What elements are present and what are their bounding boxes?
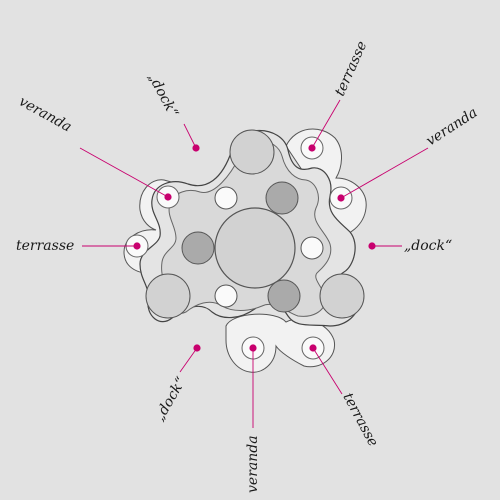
label-terrasse-bottom-right: terrasse — [339, 390, 380, 449]
room-bottom-small — [214, 284, 238, 308]
label-veranda-bottom: veranda — [245, 435, 261, 493]
leader-dock-top — [183, 123, 197, 149]
marker-dock-bottom-left — [193, 344, 201, 352]
room-bottom-right-dark — [267, 279, 301, 313]
marker-veranda-bottom — [249, 344, 257, 352]
rooms — [145, 129, 365, 319]
room-left-dark — [181, 231, 215, 265]
room-top — [229, 129, 275, 175]
marker-dock-top — [192, 144, 200, 152]
room-right-small — [300, 236, 324, 260]
marker-dock-right — [368, 242, 376, 250]
central-room — [214, 207, 296, 289]
marker-terrasse-left — [133, 242, 141, 250]
marker-terrasse-top — [308, 144, 316, 152]
leader-dock-bottom-left — [179, 347, 198, 373]
label-veranda-top-right: veranda — [423, 105, 480, 150]
room-right-large — [319, 273, 365, 319]
leader-veranda-top-left — [79, 147, 169, 198]
label-terrasse-top: terrasse — [332, 39, 370, 99]
marker-veranda-top-right — [337, 194, 345, 202]
label-dock-right: „dock“ — [404, 238, 452, 254]
markers — [133, 144, 376, 352]
marker-terrasse-bottom-right — [309, 344, 317, 352]
label-dock-top: „dock“ — [144, 70, 181, 120]
leader-terrasse-bottom-right — [312, 347, 343, 395]
label-dock-bottom-left: „dock“ — [152, 374, 190, 424]
room-top-right-dark — [265, 181, 299, 215]
room-bottom-left-large — [145, 273, 191, 319]
label-veranda-top-left: veranda — [16, 94, 74, 136]
label-terrasse-left: terrasse — [16, 238, 74, 254]
leader-terrasse-top — [311, 99, 341, 149]
leader-lines — [79, 99, 429, 428]
leader-veranda-top-right — [340, 147, 429, 199]
room-top-small — [214, 186, 238, 210]
marker-veranda-top-left — [164, 193, 172, 201]
